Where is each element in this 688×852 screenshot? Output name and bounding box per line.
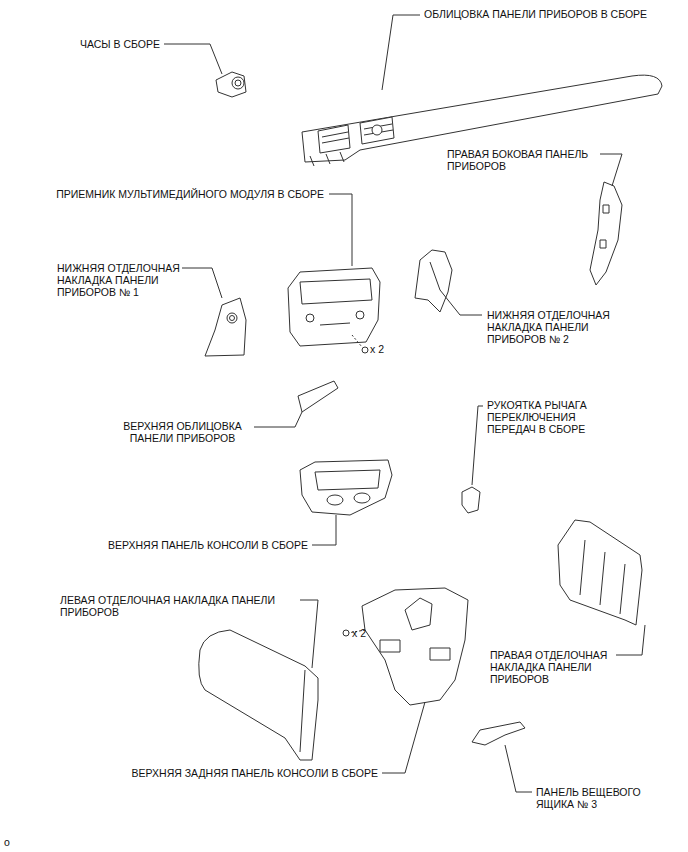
leader-lines: [164, 15, 645, 792]
part-label: НИЖНЯЯ ОТДЕЛОЧНАЯ НАКЛАДКА ПАНЕЛИ ПРИБОР…: [487, 309, 622, 345]
part-label: ОБЛИЦОВКА ПАНЕЛИ ПРИБОРОВ В СБОРЕ: [424, 8, 647, 20]
part-label: ПРАВАЯ БОКОВАЯ ПАНЕЛЬ ПРИБОРОВ: [447, 148, 632, 172]
part-label: РУКОЯТКА РЫЧАГА ПЕРЕКЛЮЧЕНИЯ ПЕРЕДАЧ В С…: [487, 399, 622, 435]
part-label: ЛЕВАЯ ОТДЕЛОЧНАЯ НАКЛАДКА ПАНЕЛИ ПРИБОРО…: [60, 594, 295, 618]
part-label: ВЕРХНЯЯ ЗАДНЯЯ ПАНЕЛЬ КОНСОЛИ В СБОРЕ: [132, 767, 378, 779]
fastener-count: x 2: [352, 627, 366, 639]
part-label: ВЕРХНЯЯ ПАНЕЛЬ КОНСОЛИ В СБОРЕ: [108, 539, 308, 551]
part-label: ВЕРХНЯЯ ОБЛИЦОВКА ПАНЕЛИ ПРИБОРОВ: [115, 420, 250, 444]
part-label: ПАНЕЛЬ ВЕЩЕВОГО ЯЩИКА № 3: [536, 786, 671, 810]
part-label: ПРИЕМНИК МУЛЬТИМЕДИЙНОГО МОДУЛЯ В СБОРЕ: [56, 188, 324, 200]
part-label: НИЖНЯЯ ОТДЕЛОЧНАЯ НАКЛАДКА ПАНЕЛИ ПРИБОР…: [57, 262, 197, 298]
fastener-count: x 2: [370, 343, 384, 355]
part-label: ПРАВАЯ ОТДЕЛОЧНАЯ НАКЛАДКА ПАНЕЛИ ПРИБОР…: [490, 649, 615, 685]
part-label: ЧАСЫ В СБОРЕ: [80, 38, 160, 50]
figure-code: o: [4, 836, 10, 848]
